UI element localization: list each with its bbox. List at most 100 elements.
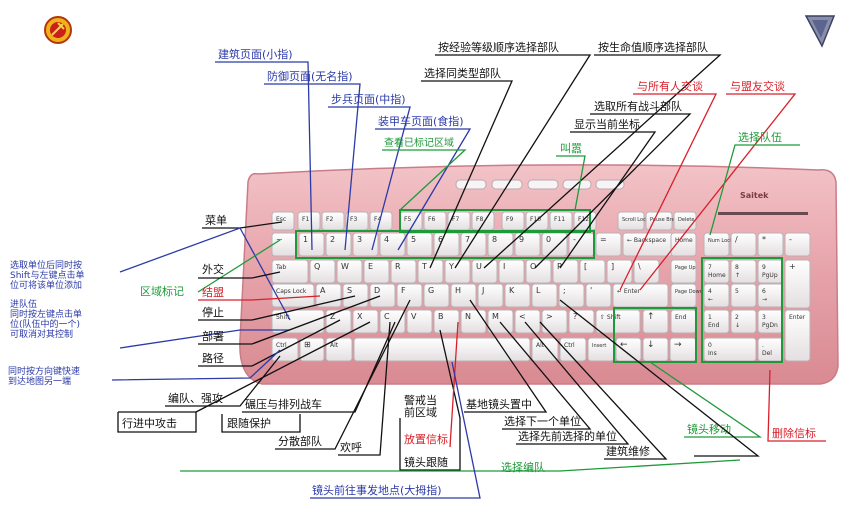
key-ctrl-left[interactable]: Ctrl [271, 337, 299, 362]
key-caps-lock[interactable]: Caps Lock [271, 283, 315, 308]
key-q-8[interactable]: O [525, 259, 552, 284]
key-q-0[interactable]: Q [309, 259, 336, 284]
key-numpad-2[interactable]: 2↓ [730, 309, 757, 334]
key-a-9[interactable]: ; [558, 283, 585, 308]
key-numpad-plus[interactable]: + [784, 259, 811, 309]
key-num-lock[interactable]: Num Lock [703, 232, 733, 257]
key-q-4[interactable]: T [417, 259, 444, 284]
key-z-3[interactable]: V [406, 309, 433, 334]
key-f9[interactable]: F9 [501, 211, 525, 231]
key-numpad-op-1[interactable]: * [757, 232, 784, 257]
key-q-6[interactable]: U [471, 259, 498, 284]
key-numpad-dot[interactable]: .Del [757, 337, 784, 362]
key-num-5[interactable]: 5 [406, 232, 433, 257]
key-shift-right[interactable]: ⇧ Shift [595, 309, 641, 334]
key-arrow-right[interactable]: → [669, 337, 697, 362]
key-alt-right[interactable]: Alt [531, 337, 559, 362]
key-scroll-lock[interactable]: Scroll Lock [617, 211, 649, 231]
key-arrow-down[interactable]: ↓ [642, 337, 669, 362]
key-legend: 1 [708, 314, 712, 321]
key-z-9[interactable]: ? [568, 309, 595, 334]
key-f1[interactable]: F1 [297, 211, 321, 231]
key-page-up[interactable]: Page Up [670, 259, 697, 284]
key-legend: C [384, 312, 390, 321]
key-insert[interactable]: Insert [587, 337, 615, 362]
key-backspace[interactable]: ← Backspace [622, 232, 674, 257]
key-shift-left[interactable]: Shift [271, 309, 325, 334]
key-win-left[interactable]: ⊞ [299, 337, 325, 362]
key-end[interactable]: End [670, 309, 697, 334]
key-a-2[interactable]: D [369, 283, 396, 308]
key-num-3[interactable]: 3 [352, 232, 379, 257]
key-a-3[interactable]: F [396, 283, 423, 308]
key-numpad-op-0[interactable]: / [730, 232, 757, 257]
key-numpad-8[interactable]: 8↑ [730, 259, 757, 284]
key-numpad-4[interactable]: 4← [703, 283, 730, 308]
key-a-5[interactable]: H [450, 283, 477, 308]
key-numpad-op-2[interactable]: - [784, 232, 811, 257]
key-z-8[interactable]: > [541, 309, 568, 334]
label-fangyu: 防御页面(无名指) [267, 69, 353, 83]
key-numpad-5[interactable]: 5 [730, 283, 757, 308]
key-a-8[interactable]: L [531, 283, 558, 308]
key-a-4[interactable]: G [423, 283, 450, 308]
key-f11[interactable]: F11 [549, 211, 573, 231]
key-q-10[interactable]: [ [579, 259, 606, 284]
key-z-5[interactable]: N [460, 309, 487, 334]
key-q-2[interactable]: E [363, 259, 390, 284]
key-numpad-enter[interactable]: Enter [784, 309, 811, 362]
key-q-5[interactable]: Y [444, 259, 471, 284]
key-a-1[interactable]: S [342, 283, 369, 308]
key-q-3[interactable]: R [390, 259, 417, 284]
key-pause-break[interactable]: Pause Break [645, 211, 681, 231]
key-q-1[interactable]: W [336, 259, 363, 284]
key-legend: End [675, 314, 687, 321]
key-legend: ↓ [647, 340, 655, 350]
key-a-10[interactable]: ' [585, 283, 612, 308]
key-num-0[interactable]: ~ [271, 232, 298, 257]
key-num-7[interactable]: 7 [460, 232, 487, 257]
number-row-group-outline [295, 230, 595, 259]
key-home[interactable]: Home [670, 232, 697, 257]
key-alt-left[interactable]: Alt [325, 337, 353, 362]
key-arrow-up[interactable]: ↑ [642, 309, 669, 334]
key-legend: Tab [275, 264, 286, 271]
key-a-7[interactable]: K [504, 283, 531, 308]
key-numpad-6[interactable]: 6→ [757, 283, 784, 308]
key-z-2[interactable]: C [379, 309, 406, 334]
key-num-2[interactable]: 2 [325, 232, 352, 257]
key-num-4[interactable]: 4 [379, 232, 406, 257]
key-f3[interactable]: F3 [345, 211, 369, 231]
key-legend: W [341, 262, 349, 271]
key-tab[interactable]: Tab [271, 259, 309, 284]
key-f6[interactable]: F6 [423, 211, 447, 231]
key-esc[interactable]: Esc [271, 211, 295, 231]
key-q-7[interactable]: I [498, 259, 525, 284]
line-jidi [464, 299, 548, 413]
key-q-12[interactable]: \ [633, 259, 660, 284]
key-q-9[interactable]: P [552, 259, 579, 284]
key-f2[interactable]: F2 [321, 211, 345, 231]
arrow-keys-group-outline [613, 307, 697, 363]
key-a-6[interactable]: J [477, 283, 504, 308]
key-z-6[interactable]: M [487, 309, 514, 334]
key-num-8[interactable]: 8 [487, 232, 514, 257]
label-xuanze-duiwu: 选择队伍 [738, 130, 782, 144]
key-ctrl-right[interactable]: Ctrl [559, 337, 587, 362]
key-q-11[interactable]: ] [606, 259, 633, 284]
key-num-10[interactable]: 0 [541, 232, 568, 257]
key-num-6[interactable]: 6 [433, 232, 460, 257]
key-delete-top[interactable]: Delete [673, 211, 697, 231]
key-num-12[interactable]: = [595, 232, 622, 257]
key-f8[interactable]: F8 [471, 211, 495, 231]
key-z-7[interactable]: < [514, 309, 541, 334]
key-z-4[interactable]: B [433, 309, 460, 334]
key-arrow-left[interactable]: ← [615, 337, 642, 362]
key-legend: Shift [276, 314, 290, 321]
